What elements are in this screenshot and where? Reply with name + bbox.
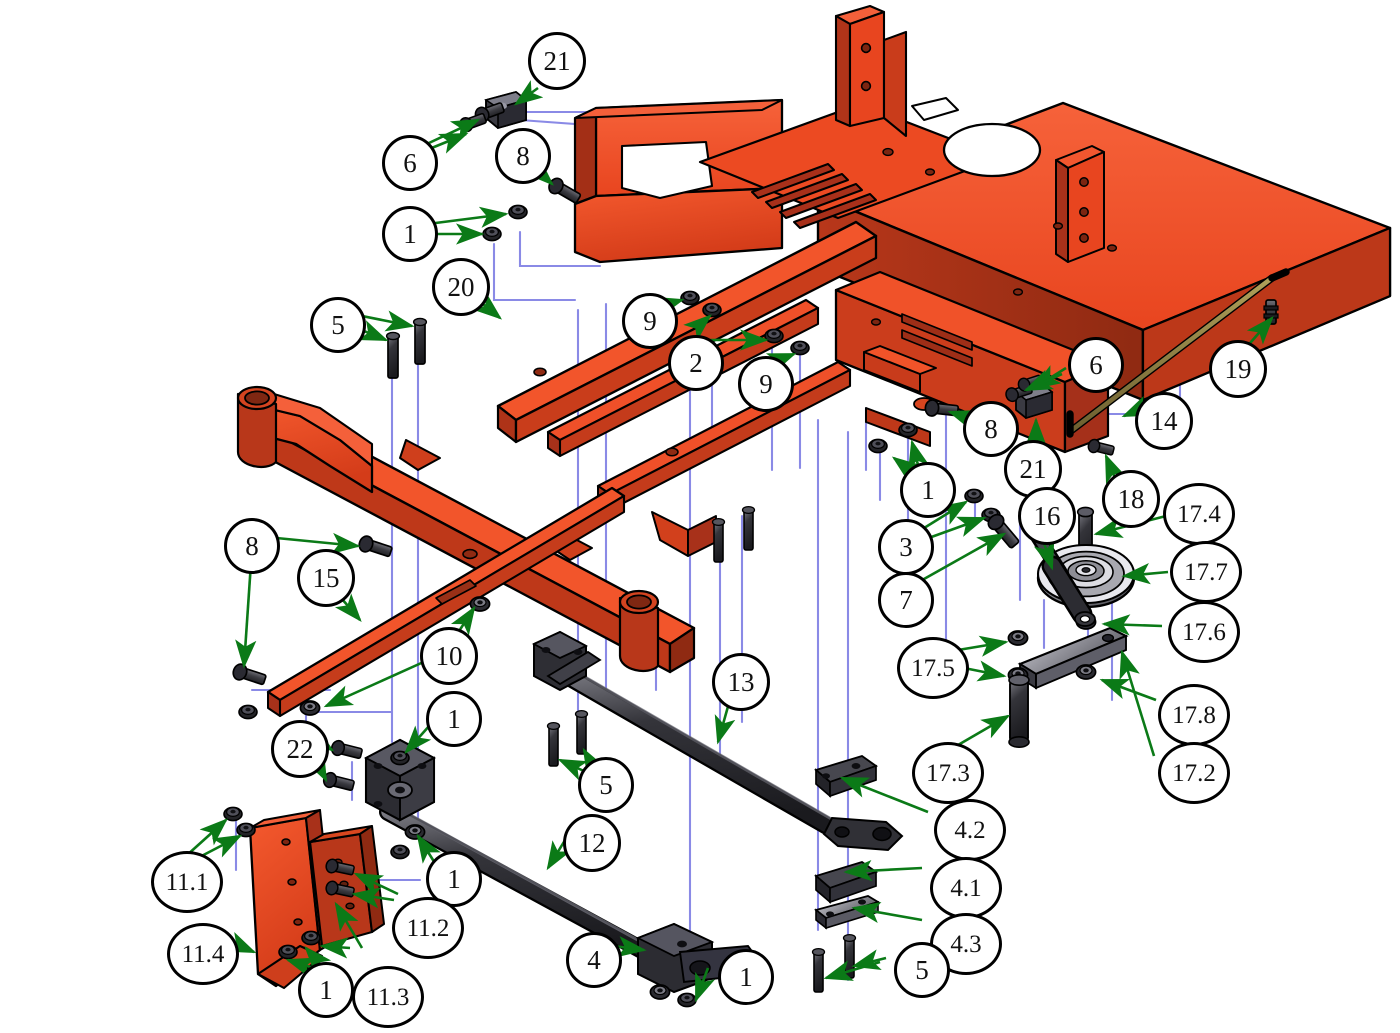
- callout-bubble-19[interactable]: 19: [1209, 340, 1267, 398]
- nut-11-1-c: [301, 930, 321, 946]
- screw-22-a: [330, 739, 363, 760]
- screw-5-bot-a: [811, 947, 826, 993]
- callout-bubble-1[interactable]: 1: [382, 206, 438, 262]
- nut-11-1-a: [223, 806, 243, 822]
- bolt-8-right: [924, 399, 960, 417]
- bolt-8-midleft-a: [358, 535, 393, 558]
- nut-1-bot-a: [649, 984, 671, 1000]
- callout-bubble-6[interactable]: 6: [382, 135, 438, 191]
- callout-bubble-15[interactable]: 15: [297, 549, 355, 607]
- callout-bubble-11-2[interactable]: 11.2: [392, 897, 464, 959]
- rod-13-left-bracket: [531, 630, 602, 692]
- nut-10-b: [299, 700, 321, 716]
- callout-bubble-17-5[interactable]: 17.5: [897, 637, 969, 699]
- link-bracket-4-2: [814, 754, 879, 798]
- pivot-block-assembly: [363, 738, 437, 822]
- nut-1-pivot-c: [390, 844, 410, 860]
- callout-bubble-4-2[interactable]: 4.2: [934, 799, 1006, 861]
- callout-bubble-1[interactable]: 1: [426, 691, 482, 747]
- callout-bubble-20[interactable]: 20: [432, 258, 490, 316]
- screw-5-left-a: [385, 331, 401, 379]
- callout-bubble-4-1[interactable]: 4.1: [930, 857, 1002, 919]
- nut-1-right-a: [868, 438, 888, 454]
- callout-bubble-6[interactable]: 6: [1068, 337, 1124, 393]
- callout-bubble-1[interactable]: 1: [718, 949, 774, 1005]
- bushing-17-8: [1075, 664, 1097, 680]
- rod-13-right-arm: [822, 816, 904, 852]
- callout-bubble-9[interactable]: 9: [622, 293, 678, 349]
- bolt-8-midleft-b: [232, 663, 267, 686]
- long-control-rod-14: [1066, 268, 1290, 438]
- idler-arm-17-2: [1017, 626, 1129, 690]
- callout-bubble-3[interactable]: 3: [878, 519, 934, 575]
- callout-bubble-8[interactable]: 8: [963, 401, 1019, 457]
- idler-pulley-assembly-17: [1007, 506, 1136, 748]
- callout-bubble-22[interactable]: 22: [271, 720, 329, 778]
- callout-bubble-12[interactable]: 12: [563, 814, 621, 872]
- nut-11-1-d: [278, 944, 298, 960]
- nut-9-a: [680, 290, 700, 306]
- screw-frame-b: [741, 505, 756, 551]
- nut-1-pivot-a: [390, 750, 410, 766]
- bolt-18: [1087, 438, 1115, 456]
- callout-bubble-11-3[interactable]: 11.3: [352, 966, 424, 1028]
- bolt-7: [987, 513, 1020, 549]
- callout-bubble-9[interactable]: 9: [738, 356, 794, 412]
- callout-bubble-17-3[interactable]: 17.3: [912, 742, 984, 804]
- nut-1-pivot-b: [404, 824, 426, 840]
- callout-bubble-13[interactable]: 13: [712, 653, 770, 711]
- callout-bubble-1[interactable]: 1: [900, 462, 956, 518]
- screw-22-a2: [322, 771, 355, 792]
- callout-bubble-1[interactable]: 1: [298, 962, 354, 1018]
- callout-bubble-17-6[interactable]: 17.6: [1168, 601, 1240, 663]
- nut-9-b: [790, 340, 810, 356]
- callout-bubble-14[interactable]: 14: [1135, 392, 1193, 450]
- callout-bubble-11-4[interactable]: 11.4: [167, 923, 239, 985]
- nut-spare: [238, 704, 258, 720]
- callout-bubble-5[interactable]: 5: [578, 757, 634, 813]
- callout-bubble-10[interactable]: 10: [420, 627, 478, 685]
- nut-1-b: [482, 226, 502, 242]
- callout-bubble-4[interactable]: 4: [566, 932, 622, 988]
- callout-bubble-7[interactable]: 7: [878, 572, 934, 628]
- callout-bubble-18[interactable]: 18: [1102, 470, 1160, 528]
- screw-5-left-b: [412, 317, 428, 365]
- screw-5-mid-a: [546, 721, 561, 767]
- callout-bubble-5[interactable]: 5: [310, 297, 366, 353]
- callout-bubble-21[interactable]: 21: [528, 32, 586, 90]
- lift-rod-13: [551, 663, 857, 847]
- callout-bubble-8[interactable]: 8: [224, 518, 280, 574]
- nut-1-a: [508, 204, 528, 220]
- callout-bubble-8[interactable]: 8: [495, 128, 551, 184]
- pivot-post-17-3: [1008, 673, 1030, 748]
- nut-2-a: [702, 302, 722, 318]
- nut-2-b: [764, 328, 784, 344]
- callout-bubble-17-4[interactable]: 17.4: [1163, 483, 1235, 545]
- nut-1-right-b: [898, 422, 918, 438]
- callout-bubble-17-8[interactable]: 17.8: [1158, 684, 1230, 746]
- callout-bubble-17-2[interactable]: 17.2: [1158, 742, 1230, 804]
- callout-bubble-2[interactable]: 2: [668, 335, 724, 391]
- callout-bubble-5[interactable]: 5: [894, 942, 950, 998]
- nut-11-1-b: [236, 822, 256, 838]
- callout-bubble-16[interactable]: 16: [1018, 487, 1076, 545]
- screw-5-mid-b: [574, 709, 589, 755]
- screw-11-2-b: [325, 880, 355, 898]
- bearing-17-5-upper: [1007, 630, 1029, 646]
- screw-frame-a: [711, 517, 726, 563]
- callout-bubble-11-1[interactable]: 11.1: [151, 851, 223, 913]
- nut-1-bot-b: [677, 992, 697, 1008]
- nut-3-a: [964, 488, 984, 504]
- callout-bubble-17-7[interactable]: 17.7: [1170, 541, 1242, 603]
- screw-11-2-a: [325, 858, 355, 876]
